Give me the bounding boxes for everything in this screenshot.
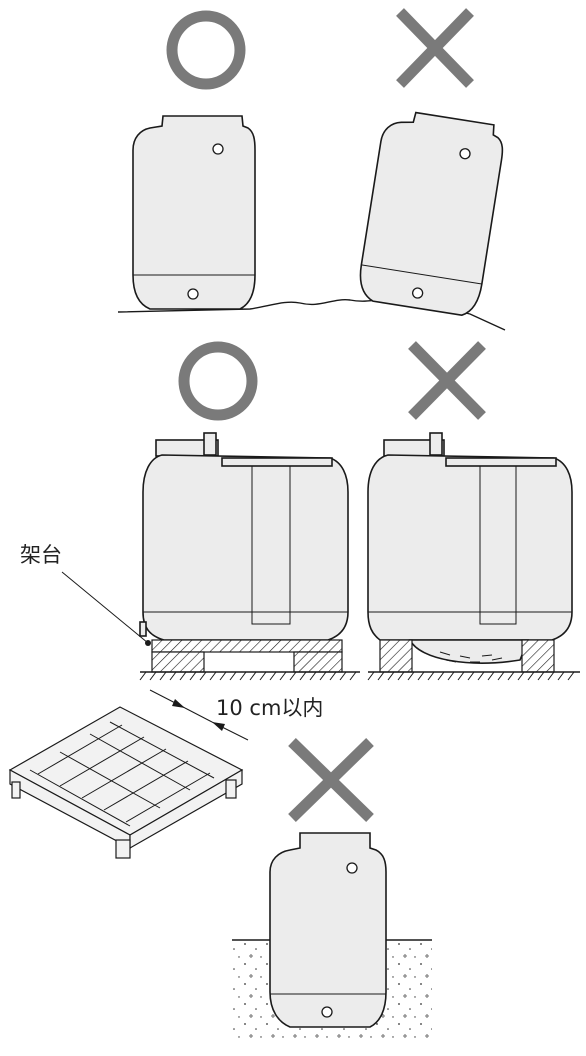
buried-tank xyxy=(269,832,387,1028)
correct-mark-icon xyxy=(166,10,246,90)
incorrect-mark-icon xyxy=(396,8,474,88)
tank-on-stand xyxy=(139,432,360,681)
stand-label: 架台 xyxy=(20,543,62,567)
grate-stand xyxy=(8,706,244,859)
upright-tank xyxy=(132,115,256,310)
tank-sagging xyxy=(367,432,580,681)
incorrect-mark-icon-3 xyxy=(288,738,374,822)
grate-stand-section: 10 cm以内 xyxy=(8,689,432,1040)
stand-leader-line xyxy=(61,571,149,644)
stand-support-section: 架台 xyxy=(20,341,580,681)
stand-leader-dot xyxy=(145,640,151,646)
spacing-label: 10 cm以内 xyxy=(216,696,323,720)
incorrect-mark-icon-2 xyxy=(408,341,486,420)
tilted-tank xyxy=(359,111,504,317)
correct-mark-icon-2 xyxy=(178,341,258,421)
level-ground-section xyxy=(117,8,506,331)
spacing-dimension xyxy=(149,689,249,741)
